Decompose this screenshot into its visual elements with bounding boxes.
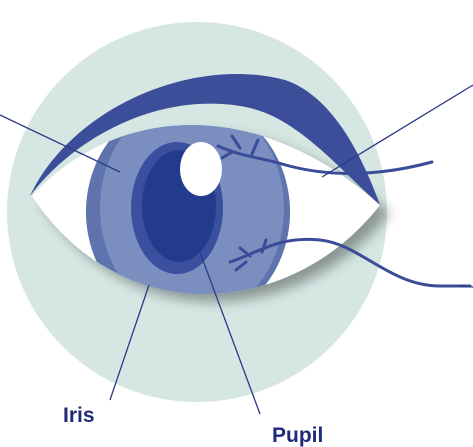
- pupil-highlight: [180, 142, 222, 196]
- iris-label: Iris: [63, 404, 95, 427]
- pupil-label: Pupil: [272, 424, 323, 447]
